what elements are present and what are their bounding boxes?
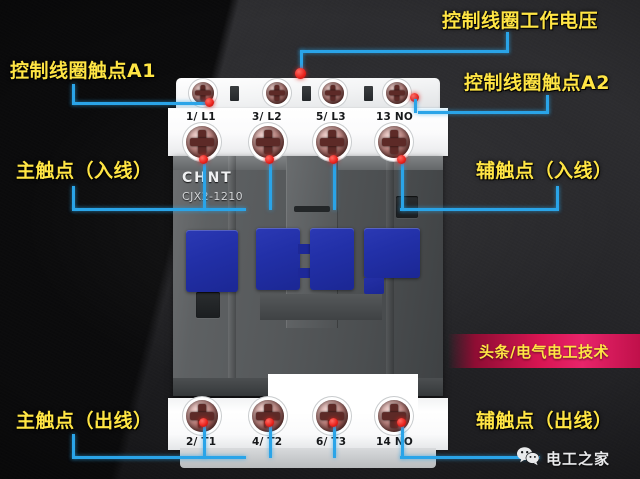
leader-coil-voltage-v2	[300, 50, 303, 74]
leader-main-out-rise2	[269, 424, 272, 458]
blue-label-pad-2	[256, 228, 300, 290]
terminal-screw-bottom-3	[316, 400, 348, 432]
watermark-text: 电工之家	[546, 449, 611, 468]
callout-main-contact-in: 主触点（入线）	[16, 160, 153, 182]
terminal-screw-top-1	[186, 126, 218, 158]
callout-coil-contact-a1: 控制线圈触点A1	[10, 60, 156, 82]
marker-dot-a1	[205, 98, 214, 107]
leader-coil-voltage-h	[300, 50, 509, 53]
callout-aux-contact-out: 辅触点（出线）	[476, 410, 613, 432]
blue-label-pad-1	[186, 230, 238, 292]
top-cap-slot-3	[364, 86, 373, 101]
blue-label-pad-4-tail	[364, 278, 384, 294]
marker-dot-coil-voltage	[295, 68, 306, 79]
leader-main-in-h	[72, 208, 246, 211]
terminal-label-bottom-2: 4/ T2	[252, 436, 283, 448]
device-foot	[180, 448, 436, 468]
terminal-label-bottom-3: 6/ T3	[316, 436, 347, 448]
wechat-icon	[516, 446, 540, 470]
terminal-screw-bottom-4	[378, 400, 410, 432]
top-cap-screw-2	[266, 82, 288, 104]
leader-coil-voltage-v1	[506, 32, 509, 52]
terminal-screw-bottom-2	[252, 400, 284, 432]
terminal-label-bottom-1: 2/ T1	[186, 436, 217, 448]
promo-banner-text: 头条/电气电工技术	[479, 342, 609, 361]
blue-label-pad-4	[364, 228, 420, 294]
leader-main-out-rise1	[203, 424, 206, 458]
model-number: CJX2-1210	[182, 190, 244, 203]
terminal-label-top-3: 5/ L3	[316, 111, 346, 123]
leader-main-out-v	[72, 434, 75, 458]
terminal-screw-top-4	[378, 126, 410, 158]
marker-dot-main-out-3	[329, 418, 338, 427]
terminal-label-top-4: 13 NO	[376, 111, 413, 123]
terminal-label-top-1: 1/ L1	[186, 111, 216, 123]
top-cap-screw-3	[322, 82, 344, 104]
terminal-label-top-2: 3/ L2	[252, 111, 282, 123]
terminal-screw-top-3	[316, 126, 348, 158]
marker-dot-aux-in	[397, 155, 406, 164]
callout-coil-voltage: 控制线圈工作电压	[442, 10, 599, 32]
terminal-label-bottom-4: 14 NO	[376, 436, 413, 448]
leader-main-in-drop2	[269, 160, 272, 210]
leader-a2-v2	[414, 99, 417, 113]
callout-coil-contact-a2: 控制线圈触点A2	[464, 72, 610, 94]
terminal-screw-bottom-1	[186, 400, 218, 432]
leader-aux-in-v	[556, 186, 559, 210]
device-center-slot	[294, 206, 330, 212]
blue-pad-bridge-top	[298, 244, 312, 254]
top-cap-slot-2	[302, 86, 311, 101]
watermark: 电工之家	[516, 446, 610, 470]
marker-dot-aux-out	[397, 418, 406, 427]
marker-dot-main-in-3	[329, 155, 338, 164]
marker-dot-main-in-2	[265, 155, 274, 164]
leader-aux-out-h	[400, 456, 540, 459]
leader-a2-h	[418, 111, 549, 114]
device-vent-left	[196, 292, 220, 318]
marker-dot-main-out-2	[265, 418, 274, 427]
callout-main-contact-out: 主触点（出线）	[16, 410, 153, 432]
terminal-screw-top-2	[252, 126, 284, 158]
leader-main-in-drop1	[203, 160, 206, 210]
top-cap-slot-1	[230, 86, 239, 101]
leader-a1-v	[72, 84, 75, 104]
leader-main-out-h	[72, 456, 246, 459]
marker-dot-main-out-1	[199, 418, 208, 427]
leader-a1-h	[72, 102, 212, 105]
leader-a2-v	[546, 95, 549, 113]
device-vent-right	[396, 196, 418, 218]
blue-label-pad-3	[310, 228, 354, 290]
top-cap-screw-4	[386, 82, 408, 104]
leader-main-out-rise3	[333, 424, 336, 458]
leader-main-in-drop3	[333, 160, 336, 210]
promo-banner: 头条/电气电工技术	[448, 334, 640, 368]
marker-dot-main-in-1	[199, 155, 208, 164]
blue-pad-bridge-bottom	[298, 268, 312, 278]
leader-aux-in-drop	[401, 160, 404, 210]
device-lower-band	[260, 294, 382, 320]
leader-main-in-v	[72, 186, 75, 210]
contactor-device: CHNT CJX2-1210 1/ L1 3/ L2 5/ L3 13 NO 2…	[168, 78, 448, 474]
brand-logo: CHNT	[182, 170, 233, 186]
leader-aux-in-h	[400, 208, 559, 211]
marker-dot-a2	[410, 93, 419, 102]
leader-aux-out-rise	[401, 424, 404, 458]
callout-aux-contact-in: 辅触点（入线）	[476, 160, 613, 182]
